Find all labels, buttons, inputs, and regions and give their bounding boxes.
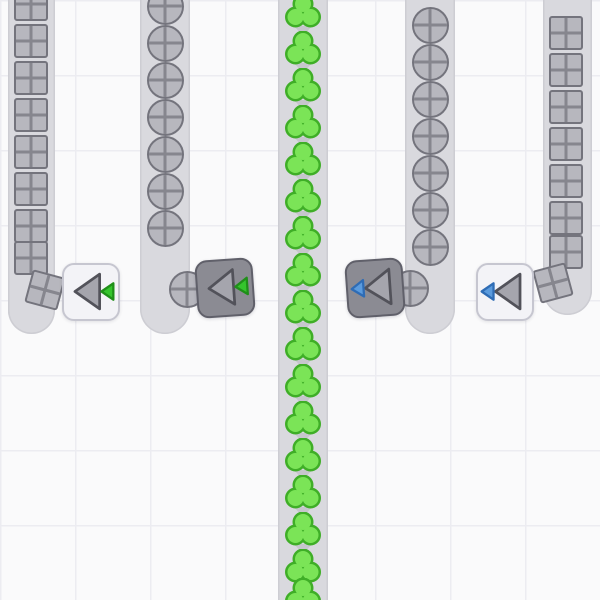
item-gray-circle <box>411 43 449 81</box>
item-green-cluster <box>285 364 321 400</box>
item-gray-crate <box>14 241 48 275</box>
item-gray-crate <box>14 24 48 58</box>
item-gray-crate <box>14 135 48 169</box>
item-green-cluster <box>285 475 321 511</box>
item-gray-circle <box>411 6 449 44</box>
item-green-cluster <box>285 179 321 215</box>
item-gray-crate <box>14 0 48 21</box>
item-gray-crate <box>14 61 48 95</box>
item-gray-crate <box>549 16 583 50</box>
item-gray-circle <box>146 98 184 136</box>
item-green-cluster <box>285 105 321 141</box>
item-gray-circle <box>411 228 449 266</box>
item-green-cluster <box>285 290 321 326</box>
blue-marker-triangle-icon <box>480 282 495 301</box>
item-gray-crate <box>14 172 48 206</box>
item-gray-circle <box>146 209 184 247</box>
item-gray-circle <box>146 24 184 62</box>
item-green-cluster <box>285 438 321 474</box>
item-green-cluster <box>285 142 321 178</box>
item-green-cluster <box>285 401 321 437</box>
item-gray-crate <box>14 209 48 243</box>
blue-marker-triangle-icon <box>350 278 366 298</box>
item-green-cluster <box>285 68 321 104</box>
big-arrow-left-icon <box>493 272 522 311</box>
item-green-cluster <box>285 512 321 548</box>
item-gray-circle <box>146 0 184 25</box>
green-marker-triangle-icon <box>234 276 249 296</box>
item-green-cluster <box>285 216 321 252</box>
extractor-machine-4[interactable] <box>476 263 534 321</box>
item-gray-crate <box>549 90 583 124</box>
big-arrow-left-icon <box>363 267 393 306</box>
extractor-machine-1[interactable] <box>62 263 120 321</box>
item-green-cluster <box>285 0 321 30</box>
big-arrow-left-icon <box>73 272 102 311</box>
item-gray-circle <box>411 80 449 118</box>
item-gray-circle <box>146 172 184 210</box>
extractor-machine-3[interactable] <box>344 257 406 319</box>
item-gray-circle <box>146 135 184 173</box>
item-gray-crate <box>549 53 583 87</box>
item-green-cluster <box>285 578 321 600</box>
item-gray-crate <box>14 98 48 132</box>
item-gray-crate <box>549 127 583 161</box>
item-green-cluster <box>285 253 321 289</box>
item-gray-circle <box>411 154 449 192</box>
item-green-cluster <box>285 549 321 585</box>
green-marker-triangle-icon <box>100 282 115 301</box>
extractor-machine-2[interactable] <box>194 257 256 319</box>
item-gray-crate <box>549 164 583 198</box>
item-gray-circle <box>146 61 184 99</box>
big-arrow-left-icon <box>207 268 237 306</box>
item-gray-circle <box>411 117 449 155</box>
item-gray-circle <box>411 191 449 229</box>
item-green-cluster <box>285 31 321 67</box>
item-green-cluster <box>285 327 321 363</box>
item-gray-crate <box>549 201 583 235</box>
